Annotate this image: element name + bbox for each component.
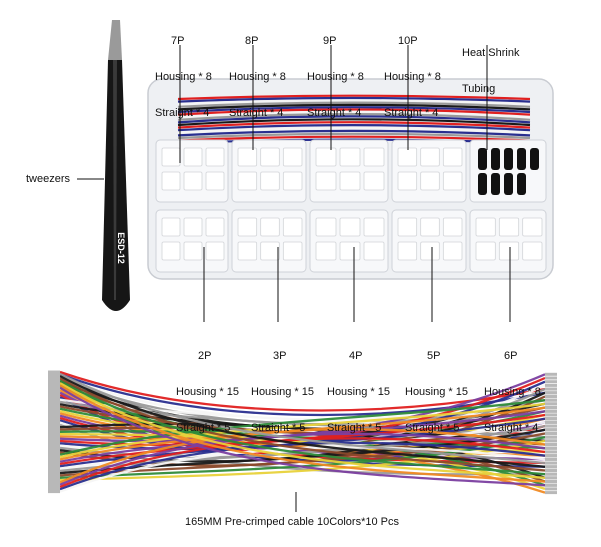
label-8p-straight: Straight * 4 xyxy=(229,107,284,119)
storage-box-image xyxy=(147,78,554,280)
label-6p: 6P Housing * 8 Straight * 4 xyxy=(484,326,541,458)
label-9p-size: 9P xyxy=(323,35,337,47)
label-4p: 4P Housing * 15 Straight * 5 xyxy=(327,326,390,458)
label-3p-size: 3P xyxy=(273,350,287,362)
tweezers-image: ESD-12 xyxy=(102,20,130,311)
label-7p-size: 7P xyxy=(171,35,185,47)
label-7p-straight: Straight * 4 xyxy=(155,107,210,119)
label-heat-shrink-line1: Heat Shrink xyxy=(462,47,520,59)
label-10p-housing: Housing * 8 xyxy=(384,71,441,83)
label-4p-size: 4P xyxy=(349,350,363,362)
label-8p: 8P Housing * 8 Straight * 4 xyxy=(229,11,286,143)
label-4p-housing: Housing * 15 xyxy=(327,386,390,398)
label-10p-straight: Straight * 4 xyxy=(384,107,439,119)
label-8p-housing: Housing * 8 xyxy=(229,71,286,83)
label-6p-straight: Straight * 4 xyxy=(484,422,539,434)
label-6p-housing: Housing * 8 xyxy=(484,386,541,398)
label-7p-housing: Housing * 8 xyxy=(155,71,212,83)
label-5p: 5P Housing * 15 Straight * 5 xyxy=(405,326,468,458)
label-2p-size: 2P xyxy=(198,350,212,362)
label-8p-size: 8P xyxy=(245,35,259,47)
tweezers-engraving: ESD-12 xyxy=(116,232,126,264)
label-2p-housing: Housing * 15 xyxy=(176,386,239,398)
label-6p-size: 6P xyxy=(504,350,518,362)
tweezers-label: tweezers xyxy=(26,173,71,185)
label-5p-size: 5P xyxy=(427,350,441,362)
label-9p-straight: Straight * 4 xyxy=(307,107,362,119)
label-9p-housing: Housing * 8 xyxy=(307,71,364,83)
label-7p: 7P Housing * 8 Straight * 4 xyxy=(155,11,212,143)
label-5p-housing: Housing * 15 xyxy=(405,386,468,398)
label-3p: 3P Housing * 15 Straight * 5 xyxy=(251,326,314,458)
label-3p-housing: Housing * 15 xyxy=(251,386,314,398)
cable-caption: 165MM Pre-crimped cable 10Colors*10 Pcs xyxy=(185,516,399,528)
pre-crimped-cable-bundle-image xyxy=(48,370,557,495)
label-5p-straight: Straight * 5 xyxy=(405,422,460,434)
label-10p-size: 10P xyxy=(398,35,418,47)
label-2p-straight: Straight * 5 xyxy=(176,422,231,434)
label-10p: 10P Housing * 8 Straight * 4 xyxy=(384,11,441,143)
label-2p: 2P Housing * 15 Straight * 5 xyxy=(176,326,239,458)
label-4p-straight: Straight * 5 xyxy=(327,422,382,434)
label-heat-shrink: Heat Shrink Tubing xyxy=(462,23,519,119)
label-heat-shrink-line2: Tubing xyxy=(462,83,496,95)
label-9p: 9P Housing * 8 Straight * 4 xyxy=(307,11,364,143)
label-3p-straight: Straight * 5 xyxy=(251,422,306,434)
